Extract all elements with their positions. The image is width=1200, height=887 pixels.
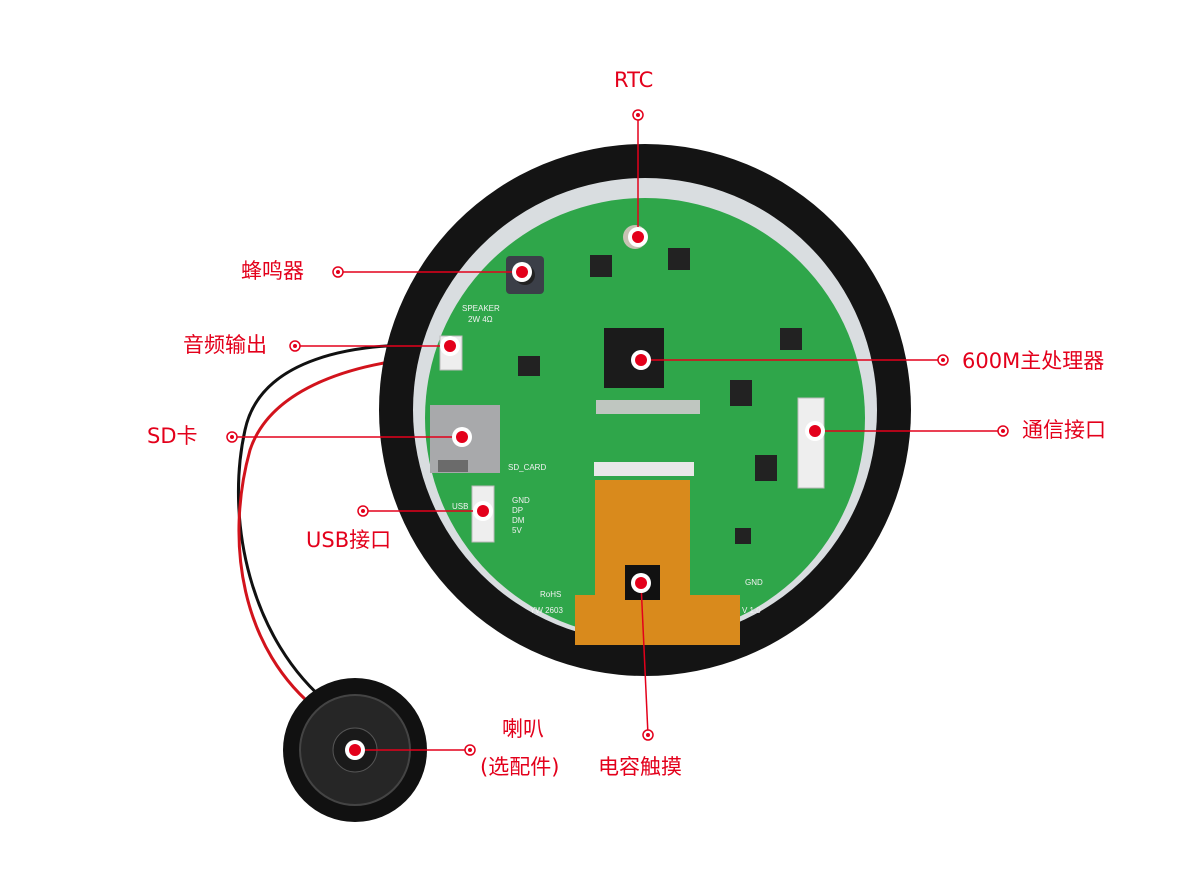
label-touch: 电容触摸 — [598, 755, 682, 779]
label-sd-card: SD卡 — [147, 424, 198, 448]
touch-fpc — [575, 480, 740, 645]
annotation-lines — [232, 115, 1003, 751]
label-cpu: 600M主处理器 — [962, 349, 1105, 373]
red-wire — [237, 354, 451, 714]
silk-usb: USB — [452, 502, 469, 511]
black-wire — [236, 343, 451, 707]
label-comm: 通信接口 — [1022, 418, 1106, 442]
silk-gnd2: GND — [745, 578, 763, 587]
silk-speaker-spec: 2W 4Ω — [468, 315, 493, 324]
label-buzzer: 蜂鸣器 — [241, 259, 304, 283]
label-audio-output: 音频输出 — [183, 333, 267, 357]
silk-5v: 5V — [512, 526, 522, 535]
label-usb: USB接口 — [306, 528, 392, 552]
label-speaker-optional: (选配件) — [480, 755, 560, 779]
silk-model: YW 2603 — [530, 606, 563, 615]
silk-rohs: RoHS — [540, 590, 562, 599]
comm-connector — [797, 397, 825, 489]
annotation-markers — [226, 109, 1009, 760]
silk-dm: DM — [512, 516, 525, 525]
silk-rev: V 1.0 — [742, 606, 761, 615]
silk-speaker: SPEAKER — [462, 304, 500, 313]
silk-sd: SD_CARD — [508, 463, 547, 472]
silk-gnd: GND — [512, 496, 530, 505]
label-speaker: 喇叭 — [502, 717, 544, 741]
silk-dp: DP — [512, 506, 524, 515]
pcb-board — [425, 198, 865, 638]
label-rtc: RTC — [614, 68, 654, 92]
